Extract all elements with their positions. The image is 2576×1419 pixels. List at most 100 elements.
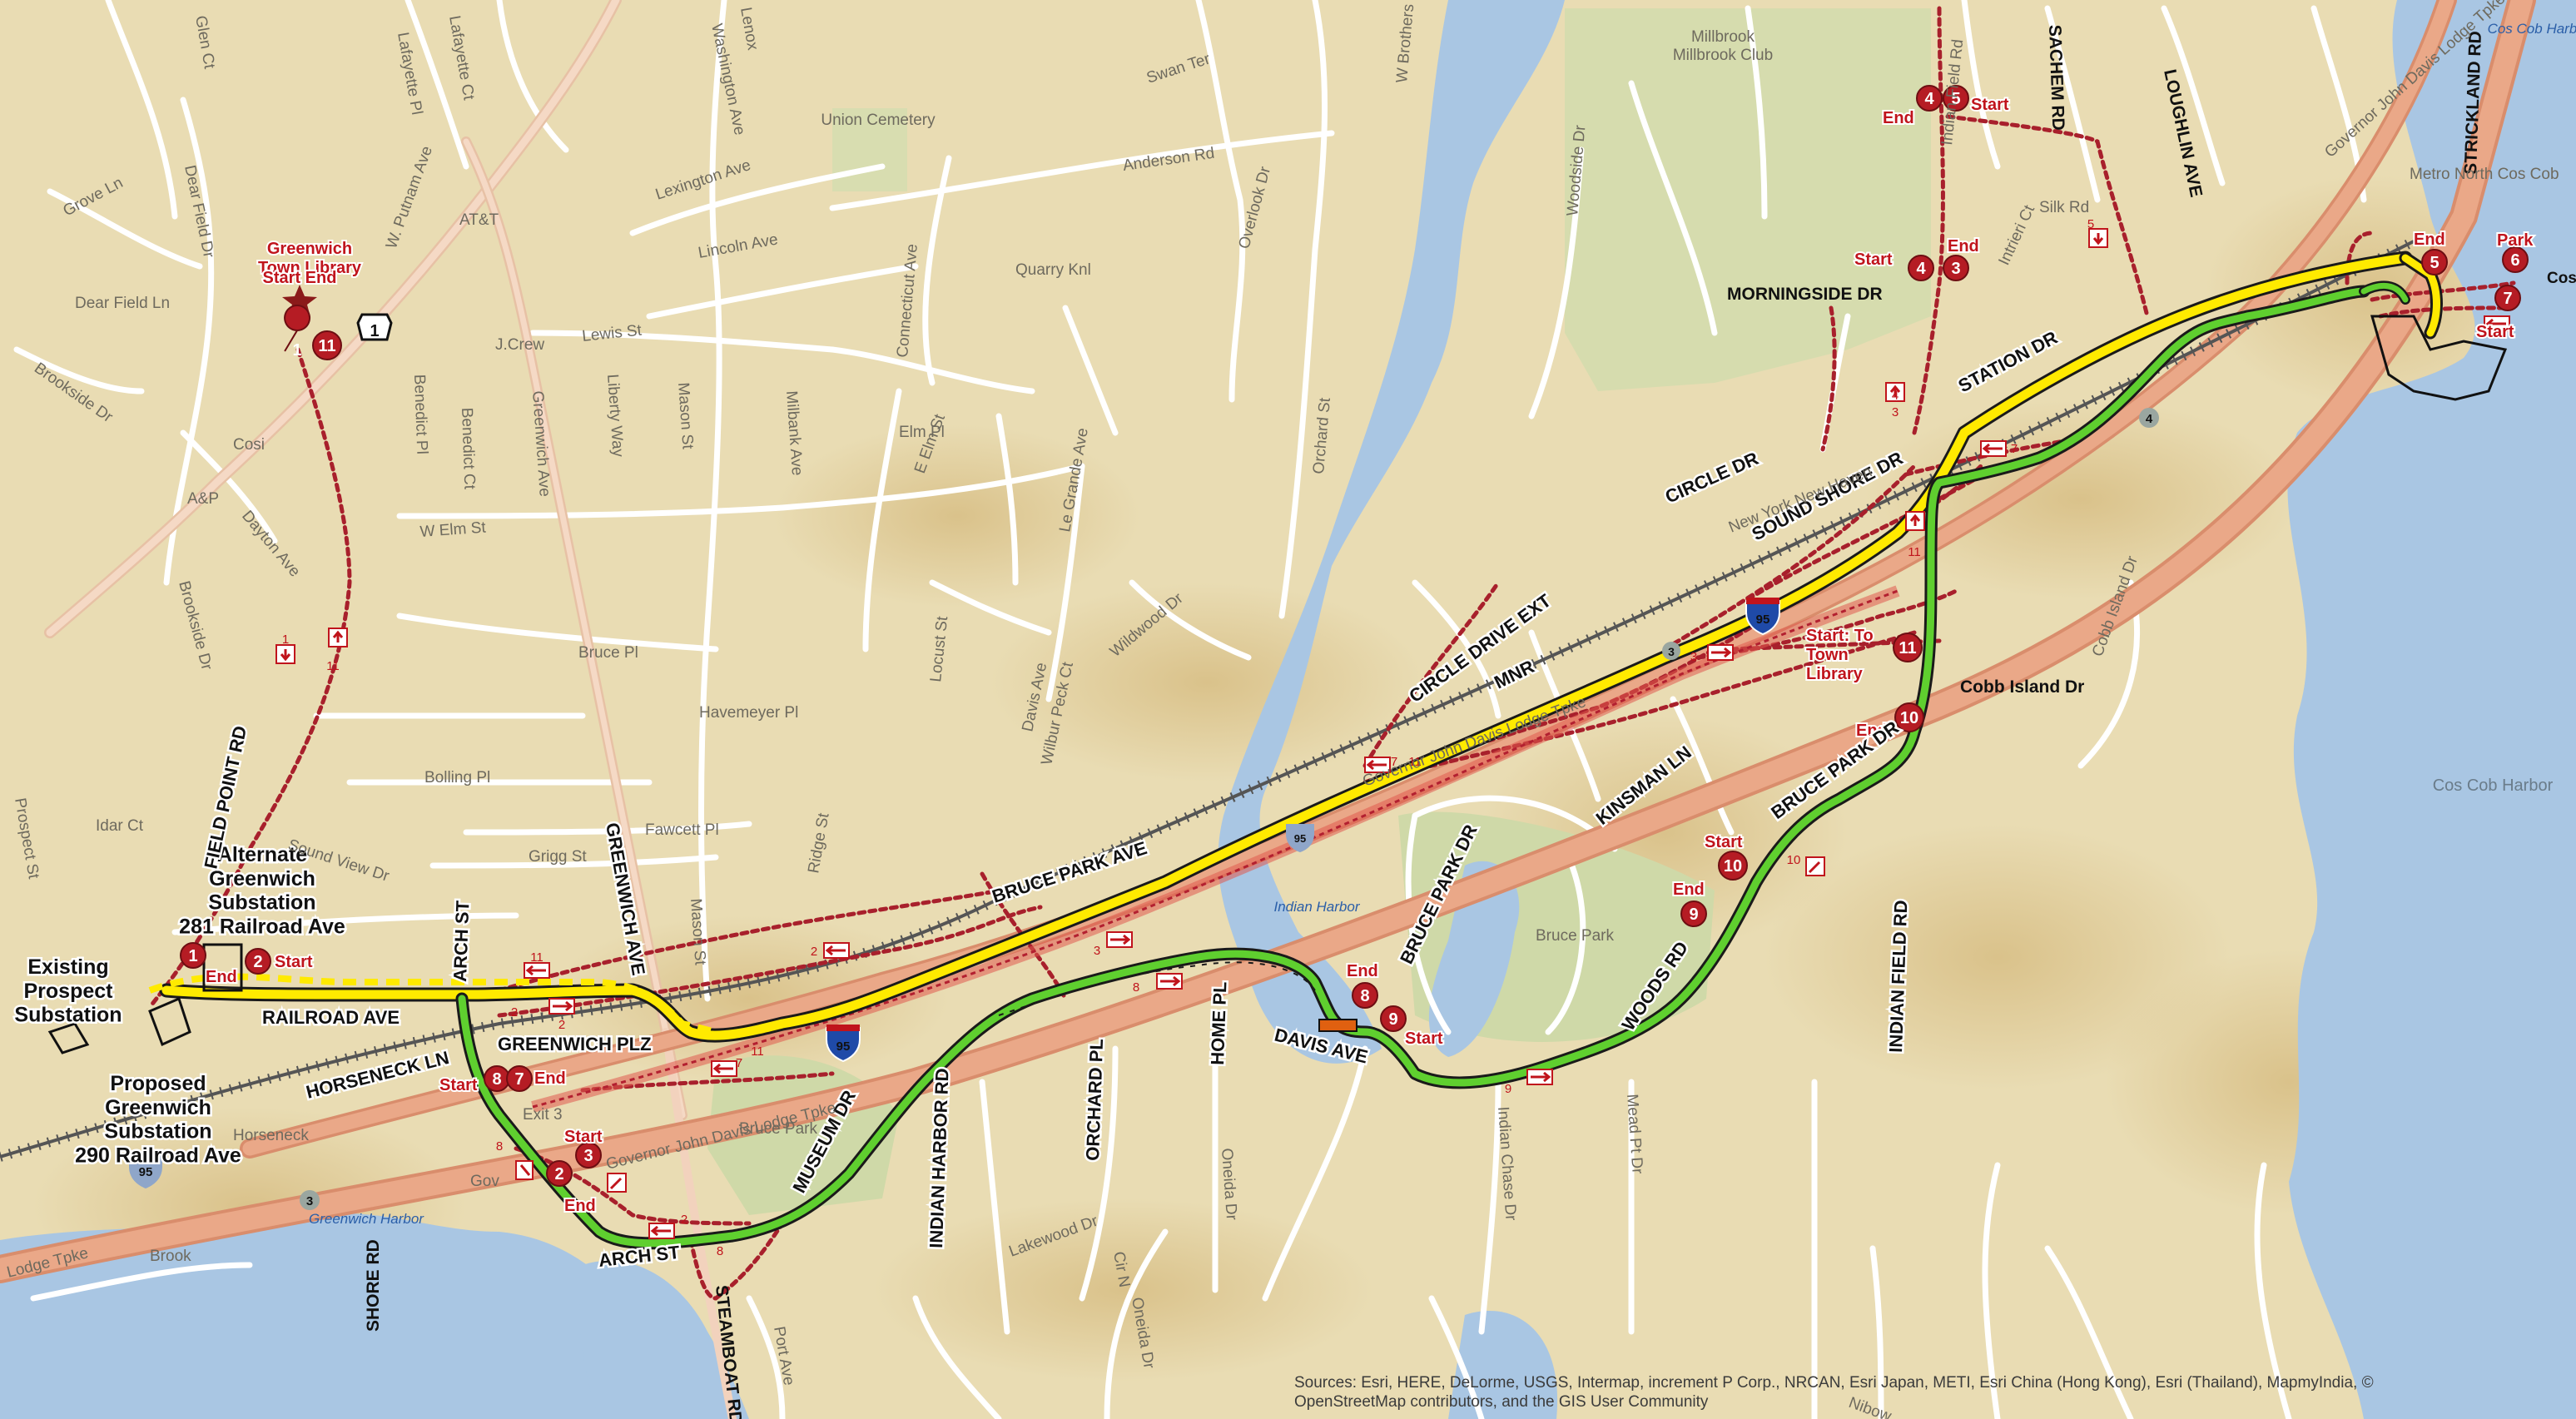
pin-11-cobb[interactable]: 11 xyxy=(1893,633,1923,662)
landmark-labels: Millbrook Millbrook Club Union Cemetery … xyxy=(187,21,2576,1227)
svg-text:Fawcett Pl: Fawcett Pl xyxy=(645,821,719,839)
pin-4-top[interactable]: 4 xyxy=(1916,85,1943,112)
i95-shield-a: 95 xyxy=(1745,598,1780,636)
davis-ave-segment xyxy=(1318,1019,1357,1032)
svg-text:Cos Cob Harbor: Cos Cob Harbor xyxy=(2488,21,2576,37)
svg-text:Elm Pl: Elm Pl xyxy=(899,424,945,441)
direction-numbers: 1 11 2 11 2 2 7 11 3 8 7 11 8 2 8 9 10 3… xyxy=(282,217,2094,1258)
svg-text:1: 1 xyxy=(188,947,197,965)
pin-5-top[interactable]: 5 xyxy=(1943,85,1969,112)
svg-text:SHORE RD: SHORE RD xyxy=(364,1239,383,1332)
route-yellow-dashed xyxy=(148,973,717,1035)
pin-1-alternate[interactable]: 1 xyxy=(180,942,206,969)
svg-text:8: 8 xyxy=(492,1070,501,1089)
exit-3b-marker: 3 xyxy=(1662,642,1680,660)
pin-1-library[interactable]: 1 xyxy=(284,305,310,360)
us1-shield: 1 xyxy=(356,313,393,341)
minor-roads xyxy=(13,0,2367,1419)
pin-9-davis[interactable]: 9 xyxy=(1380,1005,1407,1032)
pin-5-right[interactable]: 5 xyxy=(2421,249,2448,275)
svg-text:Millbrook Club: Millbrook Club xyxy=(1673,47,1773,64)
pin-8-arch[interactable]: 8 xyxy=(484,1065,510,1092)
svg-text:10: 10 xyxy=(1787,853,1801,867)
pin-4-mid[interactable]: 4 xyxy=(1908,255,1934,281)
svg-text:1: 1 xyxy=(370,322,379,340)
svg-text:SACHEM RD: SACHEM RD xyxy=(2045,24,2067,131)
svg-text:Quarry Knl: Quarry Knl xyxy=(1015,261,1091,279)
svg-text:J.Crew: J.Crew xyxy=(495,336,544,354)
pin-7-arch[interactable]: 7 xyxy=(506,1065,533,1092)
svg-text:3: 3 xyxy=(583,1147,593,1165)
svg-text:Start: Start xyxy=(2476,323,2514,341)
svg-text:95: 95 xyxy=(1294,832,1306,845)
svg-text:1: 1 xyxy=(292,341,301,360)
svg-text:Start: Start xyxy=(275,953,313,971)
pin-10-cobb[interactable]: 10 xyxy=(1894,702,1924,732)
pin-11-library[interactable]: 11 xyxy=(312,330,342,360)
svg-text:Start: Start xyxy=(1971,96,2009,114)
svg-text:Cos Cob Park: Cos Cob Park xyxy=(2547,270,2576,287)
svg-text:ARCH ST: ARCH ST xyxy=(449,900,473,982)
attribution-line-1: Sources: Esri, HERE, DeLorme, USGS, Inte… xyxy=(1294,1374,2374,1392)
svg-text:Bolling Pl: Bolling Pl xyxy=(424,769,490,786)
route-green-dashed xyxy=(998,961,1316,1016)
pin-10-woods[interactable]: 10 xyxy=(1718,851,1748,881)
svg-text:Exit 3: Exit 3 xyxy=(523,1106,563,1124)
svg-text:2: 2 xyxy=(681,1213,687,1227)
svg-text:Cosi: Cosi xyxy=(233,436,265,454)
svg-text:HOME PL: HOME PL xyxy=(1207,981,1230,1065)
pin-labels: End Start Start End Start End End Start … xyxy=(204,94,2516,1217)
svg-text:Cos Cob Harbor: Cos Cob Harbor xyxy=(2433,776,2554,795)
pin-7-right[interactable]: 7 xyxy=(2494,285,2521,311)
svg-text:Union Cemetery: Union Cemetery xyxy=(821,112,936,129)
svg-text:RAILROAD AVE: RAILROAD AVE xyxy=(262,1007,400,1028)
svg-text:Havemeyer Pl: Havemeyer Pl xyxy=(699,704,798,722)
svg-text:7: 7 xyxy=(2503,290,2512,308)
svg-text:Brook: Brook xyxy=(150,1248,191,1265)
svg-text:7: 7 xyxy=(514,1070,524,1089)
pin-8-davis[interactable]: 8 xyxy=(1352,982,1378,1009)
svg-text:Start: Start xyxy=(439,1076,478,1094)
svg-text:11: 11 xyxy=(1908,545,1921,559)
svg-text:Cobb Island Dr: Cobb Island Dr xyxy=(1960,677,2084,697)
svg-text:Grigg St: Grigg St xyxy=(529,848,587,866)
svg-text:Dear Field Ln: Dear Field Ln xyxy=(75,295,170,312)
svg-text:3: 3 xyxy=(1951,260,1960,278)
pin-9-woods[interactable]: 9 xyxy=(1680,901,1707,927)
route-pins[interactable]: 1 11 1 2 8 7 2 3 8 9 9 10 11 10 4 5 4 3 … xyxy=(180,85,2529,1187)
pin-6-right[interactable]: 6 xyxy=(2502,246,2529,273)
pin-3-mid[interactable]: 3 xyxy=(1943,255,1969,281)
svg-text:Silk Rd: Silk Rd xyxy=(2039,199,2089,216)
svg-text:Benedict Pl: Benedict Pl xyxy=(410,374,430,454)
svg-text:Idar Ct: Idar Ct xyxy=(96,817,144,835)
pin-2-alternate[interactable]: 2 xyxy=(245,948,271,975)
railroad xyxy=(0,236,2416,1162)
svg-text:4: 4 xyxy=(1892,389,1898,403)
svg-text:End: End xyxy=(206,968,237,986)
svg-text:Bruce Pl: Bruce Pl xyxy=(578,644,638,662)
svg-text:End: End xyxy=(1883,109,1914,127)
svg-text:5: 5 xyxy=(2087,217,2094,231)
svg-text:Gov: Gov xyxy=(470,1173,499,1190)
pin-2-low[interactable]: 2 xyxy=(546,1160,573,1187)
svg-text:10: 10 xyxy=(1724,857,1742,876)
substation-polygons xyxy=(47,315,2508,1054)
svg-text:Greenwich Harbor: Greenwich Harbor xyxy=(309,1211,424,1227)
pin-3-low[interactable]: 3 xyxy=(575,1142,602,1168)
attribution-line-2: OpenStreetMap contributors, and the GIS … xyxy=(1294,1393,1709,1411)
svg-text:MORNINGSIDE DR: MORNINGSIDE DR xyxy=(1727,285,1883,304)
svg-text:7: 7 xyxy=(736,1056,742,1070)
route-green xyxy=(455,280,2410,1250)
svg-text:4: 4 xyxy=(1916,260,1926,278)
svg-text:Benedict Ct: Benedict Ct xyxy=(458,407,478,490)
svg-text:11: 11 xyxy=(1408,755,1422,769)
svg-text:4: 4 xyxy=(1924,90,1934,108)
i95-shield-c: 95 xyxy=(129,1155,162,1188)
